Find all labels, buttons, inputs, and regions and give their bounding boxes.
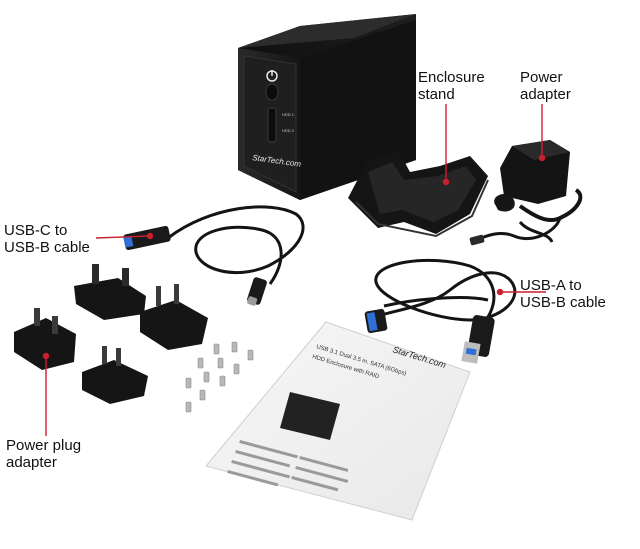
user-manual: StarTech.com USB 3.1 Dual 3.5 in. SATA (…: [205, 321, 471, 521]
usba-cable-label: USB-A to USB-B cable: [520, 277, 606, 311]
us-plug: [82, 360, 148, 404]
bay1-label: HDD 1: [282, 112, 295, 117]
plug-adapters: [14, 264, 208, 404]
eu-plug: [140, 300, 208, 350]
power-adapter-label-line-2: adapter: [520, 86, 571, 103]
raid-switch: [267, 107, 277, 143]
usbc-cable-usb-b-end: [123, 225, 171, 251]
callout-stand-dot: [442, 178, 450, 186]
usbc-cable-label-line-1: USB-C to: [4, 222, 68, 239]
manual-enclosure-image: [280, 392, 340, 440]
power-adapter-label: Power adapter: [520, 69, 571, 103]
usba-cable-label-line-2: USB-B cable: [520, 294, 606, 311]
power-plug-adapter-label: Power plug adapter: [6, 437, 81, 471]
usba-cable-label-line-1: USB-A to: [520, 277, 582, 294]
enclosure-stand-label-line-1: Enclosure: [418, 69, 485, 86]
power-plug-adapter-label-line-2: adapter: [6, 454, 57, 471]
callout-usbc-line: [95, 235, 151, 239]
usbc-cable-label-line-2: USB-B cable: [4, 239, 90, 256]
callout-usbc-dot: [146, 232, 154, 240]
bay2-label: HDD 2: [282, 128, 295, 133]
enclosure-stand-label: Enclosure stand: [418, 69, 485, 103]
screws: [185, 341, 254, 413]
callout-power-dot: [538, 154, 546, 162]
power-adapter: [469, 140, 583, 246]
hdd-enclosure: HDD 1 HDD 2 StarTech.com: [238, 14, 416, 200]
usbc-cable-label: USB-C to USB-B cable: [4, 222, 90, 256]
usbc-cable: [123, 205, 305, 306]
power-adapter-label-line-1: Power: [520, 69, 563, 86]
enclosure-stand: [348, 150, 489, 238]
callouts: [42, 104, 546, 436]
au-plug: [14, 318, 76, 370]
power-plug-adapter-label-line-1: Power plug: [6, 437, 82, 454]
enclosure-stand-label-line-2: stand: [418, 86, 455, 103]
uk-plug: [74, 278, 146, 320]
callout-plug-dot: [42, 352, 50, 360]
callout-usba-dot: [496, 288, 504, 296]
usba-cable: [364, 258, 517, 364]
